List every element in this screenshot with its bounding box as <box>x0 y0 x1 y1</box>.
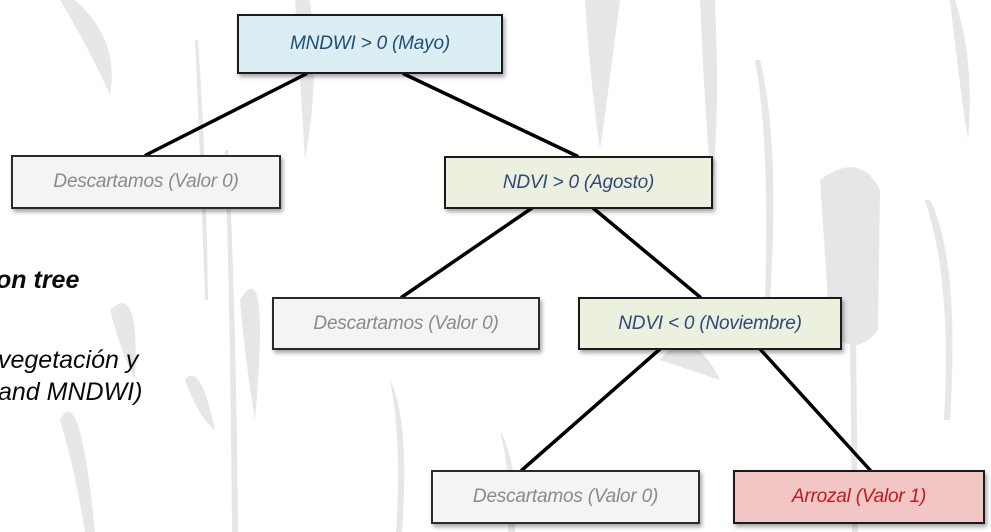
node-mndwi-mayo: MNDWI > 0 (Mayo) <box>237 14 503 74</box>
node-ndvi-agosto: NDVI > 0 (Agosto) <box>444 156 713 209</box>
edge-ndvi-agosto-left <box>400 206 534 299</box>
node-arrozal: Arrozal (Valor 1) <box>733 470 985 524</box>
node-descartamos-3-label: Descartamos (Valor 0) <box>472 486 659 507</box>
node-descartamos-1: Descartamos (Valor 0) <box>11 155 281 209</box>
node-ndvi-noviembre: NDVI < 0 (Noviembre) <box>578 297 842 350</box>
side-text-line-1: vegetación y <box>0 346 139 374</box>
side-text-line-2: and MNDWI) <box>0 378 143 406</box>
edge-ndvi-noviembre-right <box>758 347 872 472</box>
node-mndwi-mayo-label: MNDWI > 0 (Mayo) <box>290 33 450 54</box>
node-ndvi-agosto-label: NDVI > 0 (Agosto) <box>502 171 655 193</box>
edge-ndvi-agosto-right <box>591 206 702 299</box>
edge-root-right <box>402 72 579 158</box>
edge-ndvi-noviembre-left <box>520 347 662 472</box>
node-ndvi-noviembre-label: NDVI < 0 (Noviembre) <box>618 312 802 334</box>
node-descartamos-2: Descartamos (Valor 0) <box>272 297 540 350</box>
node-descartamos-2-label: Descartamos (Valor 0) <box>313 312 499 334</box>
side-title: on tree <box>0 266 80 294</box>
node-arrozal-label: Arrozal (Valor 1) <box>791 486 927 507</box>
edge-root-left <box>144 72 308 157</box>
node-descartamos-3: Descartamos (Valor 0) <box>431 470 700 524</box>
node-descartamos-1-label: Descartamos (Valor 0) <box>53 171 239 192</box>
